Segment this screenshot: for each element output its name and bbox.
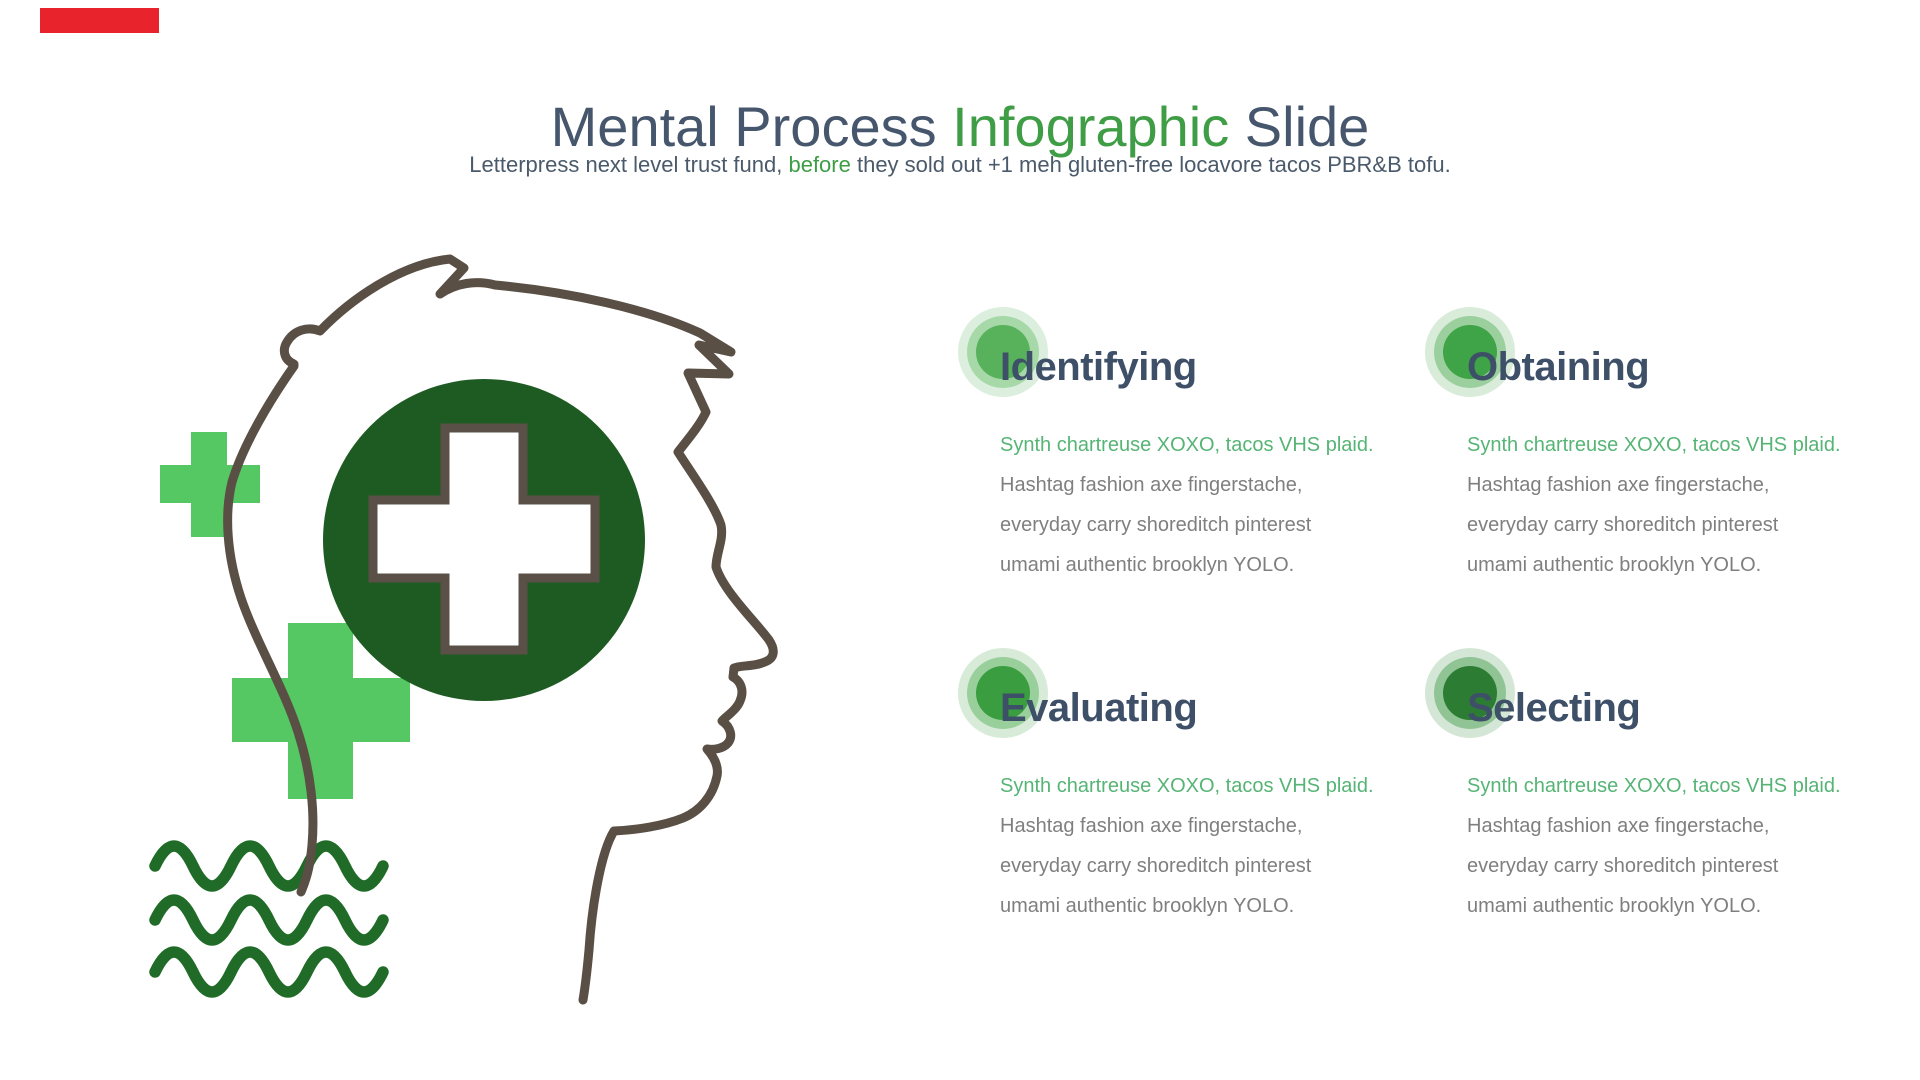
process-block-obtaining: Obtaining Synth chartreuse XOXO, tacos V…	[1425, 307, 1845, 637]
subtitle: Letterpress next level trust fund, befor…	[0, 152, 1920, 178]
body-line: everyday carry shoreditch pinterest	[1467, 855, 1779, 877]
process-body: Synth chartreuse XOXO, tacos VHS plaid. …	[1467, 425, 1841, 585]
process-heading: Obtaining	[1467, 345, 1650, 389]
medical-cross-icon	[368, 423, 600, 655]
head-face-profile	[279, 254, 778, 1005]
body-line-highlight: Synth chartreuse XOXO, tacos VHS plaid.	[1000, 775, 1374, 797]
body-line-highlight: Synth chartreuse XOXO, tacos VHS plaid.	[1467, 775, 1841, 797]
process-body: Synth chartreuse XOXO, tacos VHS plaid. …	[1000, 766, 1374, 926]
body-line: Hashtag fashion axe fingerstache,	[1000, 474, 1303, 496]
process-heading: Identifying	[1000, 345, 1197, 389]
wave-line-3	[149, 946, 389, 998]
body-line-highlight: Synth chartreuse XOXO, tacos VHS plaid.	[1000, 434, 1374, 456]
title-part-2: Slide	[1229, 94, 1370, 158]
badge-ring-core	[1443, 666, 1497, 720]
wave-line-1	[149, 840, 389, 892]
process-badge-icon	[1425, 307, 1515, 397]
process-heading: Evaluating	[1000, 686, 1198, 730]
body-line: everyday carry shoreditch pinterest	[1467, 514, 1779, 536]
badge-ring-core	[1443, 325, 1497, 379]
waves-icon	[149, 840, 389, 998]
title-part-1: Mental Process	[550, 94, 953, 158]
process-body: Synth chartreuse XOXO, tacos VHS plaid. …	[1467, 766, 1841, 926]
page-title: Mental Process Infographic Slide	[0, 94, 1920, 159]
subtitle-part-1: Letterpress next level trust fund,	[469, 152, 789, 177]
body-line-highlight: Synth chartreuse XOXO, tacos VHS plaid.	[1467, 434, 1841, 456]
body-line: Hashtag fashion axe fingerstache,	[1467, 474, 1770, 496]
title-highlight: Infographic	[952, 94, 1230, 158]
body-line: umami authentic brooklyn YOLO.	[1467, 554, 1762, 576]
process-badge-icon	[958, 307, 1048, 397]
process-block-evaluating: Evaluating Synth chartreuse XOXO, tacos …	[958, 648, 1378, 978]
subtitle-highlight: before	[788, 152, 851, 177]
process-badge-icon	[958, 648, 1048, 738]
body-line: umami authentic brooklyn YOLO.	[1000, 895, 1295, 917]
body-line: everyday carry shoreditch pinterest	[1000, 514, 1312, 536]
body-line: umami authentic brooklyn YOLO.	[1000, 554, 1295, 576]
body-line: Hashtag fashion axe fingerstache,	[1000, 815, 1303, 837]
subtitle-part-2: they sold out +1 meh gluten-free locavor…	[850, 152, 1451, 177]
plus-icon-large	[232, 623, 410, 799]
process-block-identifying: Identifying Synth chartreuse XOXO, tacos…	[958, 307, 1378, 637]
accent-bar	[40, 8, 159, 33]
head-hairline-left	[223, 361, 318, 897]
head-illustration	[149, 254, 778, 1005]
badge-ring-core	[976, 666, 1030, 720]
process-badge-icon	[1425, 648, 1515, 738]
head-profile-outline-icon	[223, 254, 778, 1005]
body-line: umami authentic brooklyn YOLO.	[1467, 895, 1762, 917]
process-body: Synth chartreuse XOXO, tacos VHS plaid. …	[1000, 425, 1374, 585]
body-line: everyday carry shoreditch pinterest	[1000, 855, 1312, 877]
plus-icon-small	[160, 432, 260, 537]
process-heading: Selecting	[1467, 686, 1641, 730]
wave-line-2	[149, 894, 389, 946]
badge-ring-core	[976, 325, 1030, 379]
body-line: Hashtag fashion axe fingerstache,	[1467, 815, 1770, 837]
process-block-selecting: Selecting Synth chartreuse XOXO, tacos V…	[1425, 648, 1845, 978]
